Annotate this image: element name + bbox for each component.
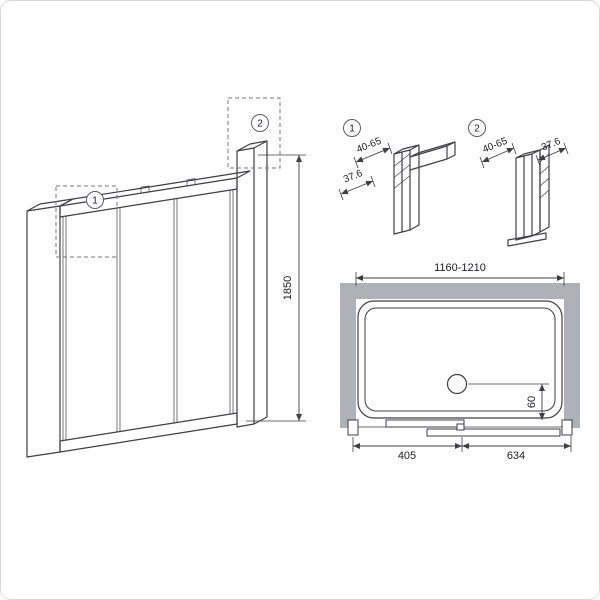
- detail-1-range-extensions: [353, 142, 393, 169]
- shower-tray-inner: [364, 307, 556, 412]
- right-wall-profile-column: [236, 140, 268, 428]
- detail-2-range-line: [481, 147, 515, 163]
- drain: [446, 373, 468, 395]
- detail-1-profile: [393, 141, 456, 235]
- callout-2: 2: [251, 114, 269, 132]
- callout-1-number: 1: [92, 196, 98, 207]
- plan-right-wall-profile: [561, 419, 573, 436]
- detail-1-callout: 1: [343, 119, 361, 137]
- plan-left-wall-profile: [347, 419, 359, 436]
- detail-2-callout-circle: [468, 119, 486, 137]
- callout-1-region: [55, 185, 118, 258]
- glass-panel-edges: [62, 189, 234, 441]
- plan-panel-connector: [456, 423, 465, 431]
- plan-walls: [340, 283, 580, 428]
- drain-offset-dimension: 60: [468, 383, 549, 420]
- detail-1-hatching: [394, 153, 410, 189]
- detail-2-callout-number: 2: [474, 124, 480, 135]
- detail-1-width-extensions: [338, 175, 376, 201]
- detail-1-callout-number: 1: [349, 124, 355, 135]
- plan-sliding-panel: [426, 428, 561, 437]
- plan-left-dimension-label: 405: [398, 450, 416, 462]
- detail-2-width-extensions: [535, 142, 569, 167]
- callout-2-region: [227, 97, 281, 169]
- callout-2-circle: [251, 114, 269, 132]
- callout-1-circle: [86, 191, 104, 209]
- callout-1: 1: [86, 191, 104, 209]
- drain-offset-label: 60: [526, 396, 538, 408]
- callout-2-number: 2: [257, 119, 263, 130]
- detail-2-width-line: [537, 147, 567, 161]
- detail-2-callout: 2: [468, 119, 486, 137]
- roller-brackets: [140, 178, 196, 194]
- detail-1-callout-circle: [343, 119, 361, 137]
- plan-width-label: 1160-1210: [434, 262, 486, 274]
- plan-bottom-dimensions: 405 634: [352, 436, 572, 462]
- plan-right-dimension-label: 634: [507, 450, 525, 462]
- height-dimension: 1850: [246, 154, 306, 422]
- plan-door-assembly: [347, 419, 573, 437]
- height-dimension-label: 1850: [282, 276, 294, 300]
- plan-width-dimension: 1160-1210: [355, 262, 565, 286]
- plan-view: 1160-1210 60 405 634: [340, 262, 580, 462]
- iso-view: 1 2 1850: [26, 97, 306, 458]
- plan-fixed-panel: [385, 419, 465, 428]
- detail-2-bottom-bracket: [507, 232, 547, 247]
- detail-1-width-line: [340, 180, 374, 195]
- detail-2-range-extensions: [479, 142, 517, 169]
- detail-1-range-line: [355, 147, 391, 163]
